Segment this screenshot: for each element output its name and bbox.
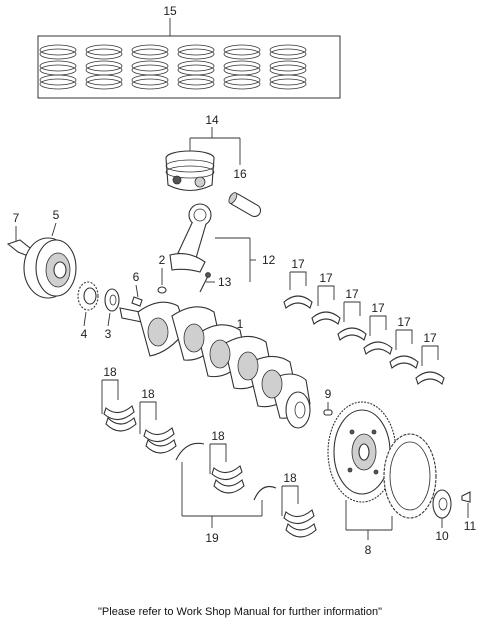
dowel-pin-group: 9 — [323, 387, 333, 416]
flywheel-group: 10 11 8 — [327, 401, 477, 557]
bearing-17a: 17 — [283, 257, 313, 309]
callout-5: 5 — [53, 208, 60, 222]
footer-note: "Please refer to Work Shop Manual for fu… — [98, 606, 382, 618]
bearing-17d: 17 — [363, 301, 393, 355]
front-pulley-group: 7 5 4 3 — [6, 208, 120, 341]
upper-main-bearing-group: 17 17 17 17 17 17 — [283, 257, 445, 385]
bearing-18b: 18 — [139, 387, 177, 454]
callout-3: 3 — [105, 327, 112, 341]
callout-18a: 18 — [103, 365, 117, 379]
callout-16: 16 — [233, 167, 247, 181]
callout-13: 13 — [218, 275, 232, 289]
connecting-rod-group: 12 13 — [169, 203, 276, 293]
callout-15: 15 — [163, 4, 177, 18]
callout-18d: 18 — [283, 471, 297, 485]
callout-10: 10 — [435, 529, 449, 543]
bearing-17f: 17 — [415, 331, 445, 385]
callout-6: 6 — [133, 270, 140, 284]
callout-18c: 18 — [211, 429, 225, 443]
callout-12: 12 — [262, 253, 276, 267]
callout-9: 9 — [325, 387, 332, 401]
callout-17d: 17 — [371, 301, 385, 315]
callout-17e: 17 — [397, 315, 411, 329]
callout-4: 4 — [81, 327, 88, 341]
piston-group: 14 16 — [165, 113, 262, 218]
bearing-18a: 18 — [101, 365, 137, 432]
callout-2: 2 — [159, 253, 166, 267]
callout-17b: 17 — [319, 271, 333, 285]
crankshaft: 1 — [119, 301, 311, 429]
callout-8: 8 — [365, 543, 372, 557]
lower-main-bearing-group: 18 18 18 18 19 — [101, 365, 317, 545]
callout-19: 19 — [205, 531, 219, 545]
callout-17f: 17 — [423, 331, 437, 345]
callout-11: 11 — [464, 519, 477, 533]
bearing-17b: 17 — [311, 271, 341, 325]
callout-1: 1 — [237, 317, 244, 331]
callout-7: 7 — [13, 211, 20, 225]
bearing-17c: 17 — [337, 287, 367, 341]
piston-ring-set-group: 15 — [37, 4, 341, 99]
bearing-17e: 17 — [389, 315, 419, 369]
callout-17a: 17 — [291, 257, 305, 271]
bearing-18c: 18 — [209, 429, 245, 494]
plug-and-key-group: 2 6 — [131, 253, 167, 307]
callout-14: 14 — [205, 113, 219, 127]
bearing-18d: 18 — [281, 471, 317, 538]
callout-17c: 17 — [345, 287, 359, 301]
callout-18b: 18 — [141, 387, 155, 401]
